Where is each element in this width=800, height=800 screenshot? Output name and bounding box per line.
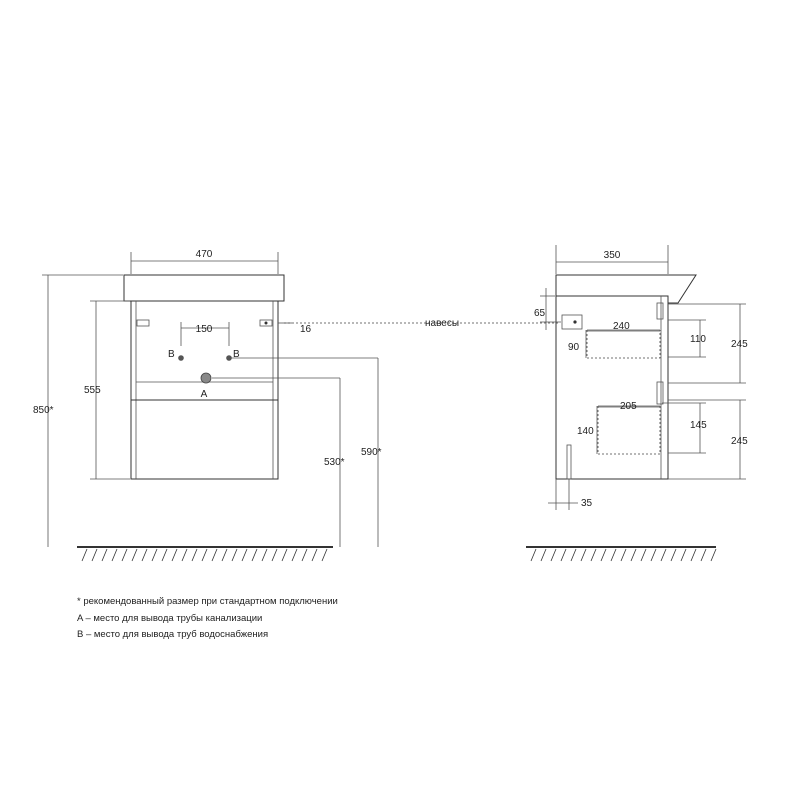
floor-hatch-stroke <box>251 548 258 562</box>
dim-530-label: 530* <box>324 457 345 468</box>
dim-140-label: 140 <box>577 426 594 437</box>
floor-hatch-stroke <box>530 548 537 562</box>
front-sink-top <box>123 274 285 302</box>
note-a: A – место для вывода трубы канализации <box>77 613 262 624</box>
floor-hatch-stroke <box>630 548 637 562</box>
side-floor-hatch <box>530 548 717 562</box>
side-hinge <box>561 314 583 330</box>
upper-drawer-outline <box>586 330 661 359</box>
floor-hatch-stroke <box>700 548 707 562</box>
dim-850-label: 850* <box>33 405 54 416</box>
side-upper-handle <box>656 302 664 320</box>
floor-hatch-stroke <box>141 548 148 562</box>
dim-145-label: 145 <box>690 420 707 431</box>
dim-245-upper-label: 245 <box>731 339 748 350</box>
floor-hatch-stroke <box>710 548 717 562</box>
floor-hatch-stroke <box>550 548 557 562</box>
floor-hatch-stroke <box>261 548 268 562</box>
floor-hatch-stroke <box>311 548 318 562</box>
drain-a-label: A <box>201 389 208 400</box>
dim-16-label: 16 <box>300 324 312 335</box>
floor-hatch-stroke <box>660 548 667 562</box>
floor-hatch-stroke <box>321 548 328 562</box>
floor-hatch-stroke <box>301 548 308 562</box>
floor-hatch-stroke <box>191 548 198 562</box>
floor-hatch-stroke <box>121 548 128 562</box>
side-cabinet-body <box>555 295 669 480</box>
floor-hatch-stroke <box>91 548 98 562</box>
dim-65-label: 65 <box>534 308 546 319</box>
side-sink-top <box>555 274 697 304</box>
side-hinge-dot <box>573 320 577 324</box>
dim-150-label: 150 <box>196 324 213 335</box>
front-cabinet-body <box>130 300 279 480</box>
floor-hatch-stroke <box>590 548 597 562</box>
floor-hatch-stroke <box>101 548 108 562</box>
drain-point <box>200 372 212 384</box>
floor-hatch-stroke <box>570 548 577 562</box>
floor-hatch-stroke <box>680 548 687 562</box>
floor-hatch-stroke <box>111 548 118 562</box>
lower-drawer-outline <box>597 406 661 455</box>
floor-hatch-stroke <box>221 548 228 562</box>
floor-hatch-stroke <box>131 548 138 562</box>
dim-35-label: 35 <box>581 498 593 509</box>
floor-hatch-stroke <box>610 548 617 562</box>
floor-hatch-stroke <box>281 548 288 562</box>
hinges-label: навесы <box>425 318 459 329</box>
floor-hatch-stroke <box>640 548 647 562</box>
dim-590-label: 590* <box>361 447 382 458</box>
side-drain-pipe <box>566 444 572 480</box>
floor-hatch-stroke <box>181 548 188 562</box>
floor-hatch-stroke <box>201 548 208 562</box>
side-view: 350 65 240 90 110 245 205 140 145 <box>526 245 748 562</box>
dim-245-lower-label: 245 <box>731 436 748 447</box>
floor-hatch-stroke <box>600 548 607 562</box>
front-view: 470 150 16 B B A 555 850* 530* 590* <box>33 249 382 562</box>
floor-hatch-stroke <box>241 548 248 562</box>
floor-hatch-stroke <box>81 548 88 562</box>
dim-470-label: 470 <box>196 249 213 260</box>
floor-hatch-stroke <box>291 548 298 562</box>
floor-hatch-stroke <box>271 548 278 562</box>
floor-hatch-stroke <box>171 548 178 562</box>
front-floor-hatch <box>81 548 328 562</box>
note-b: B – место для вывода труб водоснабжения <box>77 629 268 640</box>
dim-350-label: 350 <box>604 250 621 261</box>
dim-110-label: 110 <box>690 334 706 345</box>
floor-hatch-stroke <box>211 548 218 562</box>
floor-hatch-stroke <box>580 548 587 562</box>
floor-hatch-stroke <box>161 548 168 562</box>
floor-hatch-stroke <box>670 548 677 562</box>
supply-point-left <box>178 355 184 361</box>
dim-555-label: 555 <box>84 385 101 396</box>
front-hinge-right <box>259 319 273 327</box>
floor-hatch-stroke <box>560 548 567 562</box>
side-lower-handle <box>656 381 664 405</box>
floor-hatch-stroke <box>231 548 238 562</box>
dim-205-label: 205 <box>620 401 637 412</box>
note-asterisk: * рекомендованный размер при стандартном… <box>77 596 338 607</box>
floor-hatch-stroke <box>151 548 158 562</box>
front-hinge-dot <box>264 321 268 325</box>
floor-hatch-stroke <box>620 548 627 562</box>
floor-hatch-stroke <box>650 548 657 562</box>
floor-hatch-stroke <box>540 548 547 562</box>
supply-b-left-label: B <box>168 349 175 360</box>
supply-b-right-label: B <box>233 349 240 360</box>
front-hinge-left <box>136 319 150 327</box>
dim-240-label: 240 <box>613 321 630 332</box>
dim-90-label: 90 <box>568 342 580 353</box>
floor-hatch-stroke <box>690 548 697 562</box>
